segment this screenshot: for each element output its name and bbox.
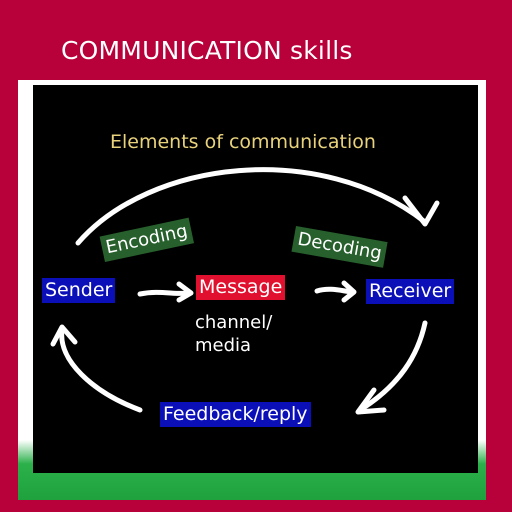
receiver-node: Receiver (366, 279, 455, 304)
media-line: media (195, 335, 252, 356)
diagram-heading: Elements of communication (110, 131, 376, 153)
message-to-receiver-arrowhead (341, 280, 357, 303)
message-to-receiver-arrow (314, 286, 355, 295)
receiver-to-feedback-arrowhead (355, 387, 387, 415)
feedback-to-sender-arrowhead (50, 324, 78, 347)
channel-line: channel/ (195, 312, 273, 333)
sender-node: Sender (42, 278, 116, 303)
feedback-to-sender-arrow (59, 327, 143, 413)
message-node: Message (196, 275, 286, 300)
sender-to-message-arrow (137, 289, 193, 297)
receiver-to-feedback-arrow (357, 320, 428, 413)
top-arc-arrowhead (402, 195, 440, 227)
top-arc-arrow (75, 167, 428, 246)
sender-to-message-arrowhead (176, 281, 194, 303)
feedback-node: Feedback/reply (160, 402, 311, 427)
channel-media-label: channel/ media (195, 311, 272, 357)
page-title: COMMUNICATION skills (61, 36, 353, 65)
